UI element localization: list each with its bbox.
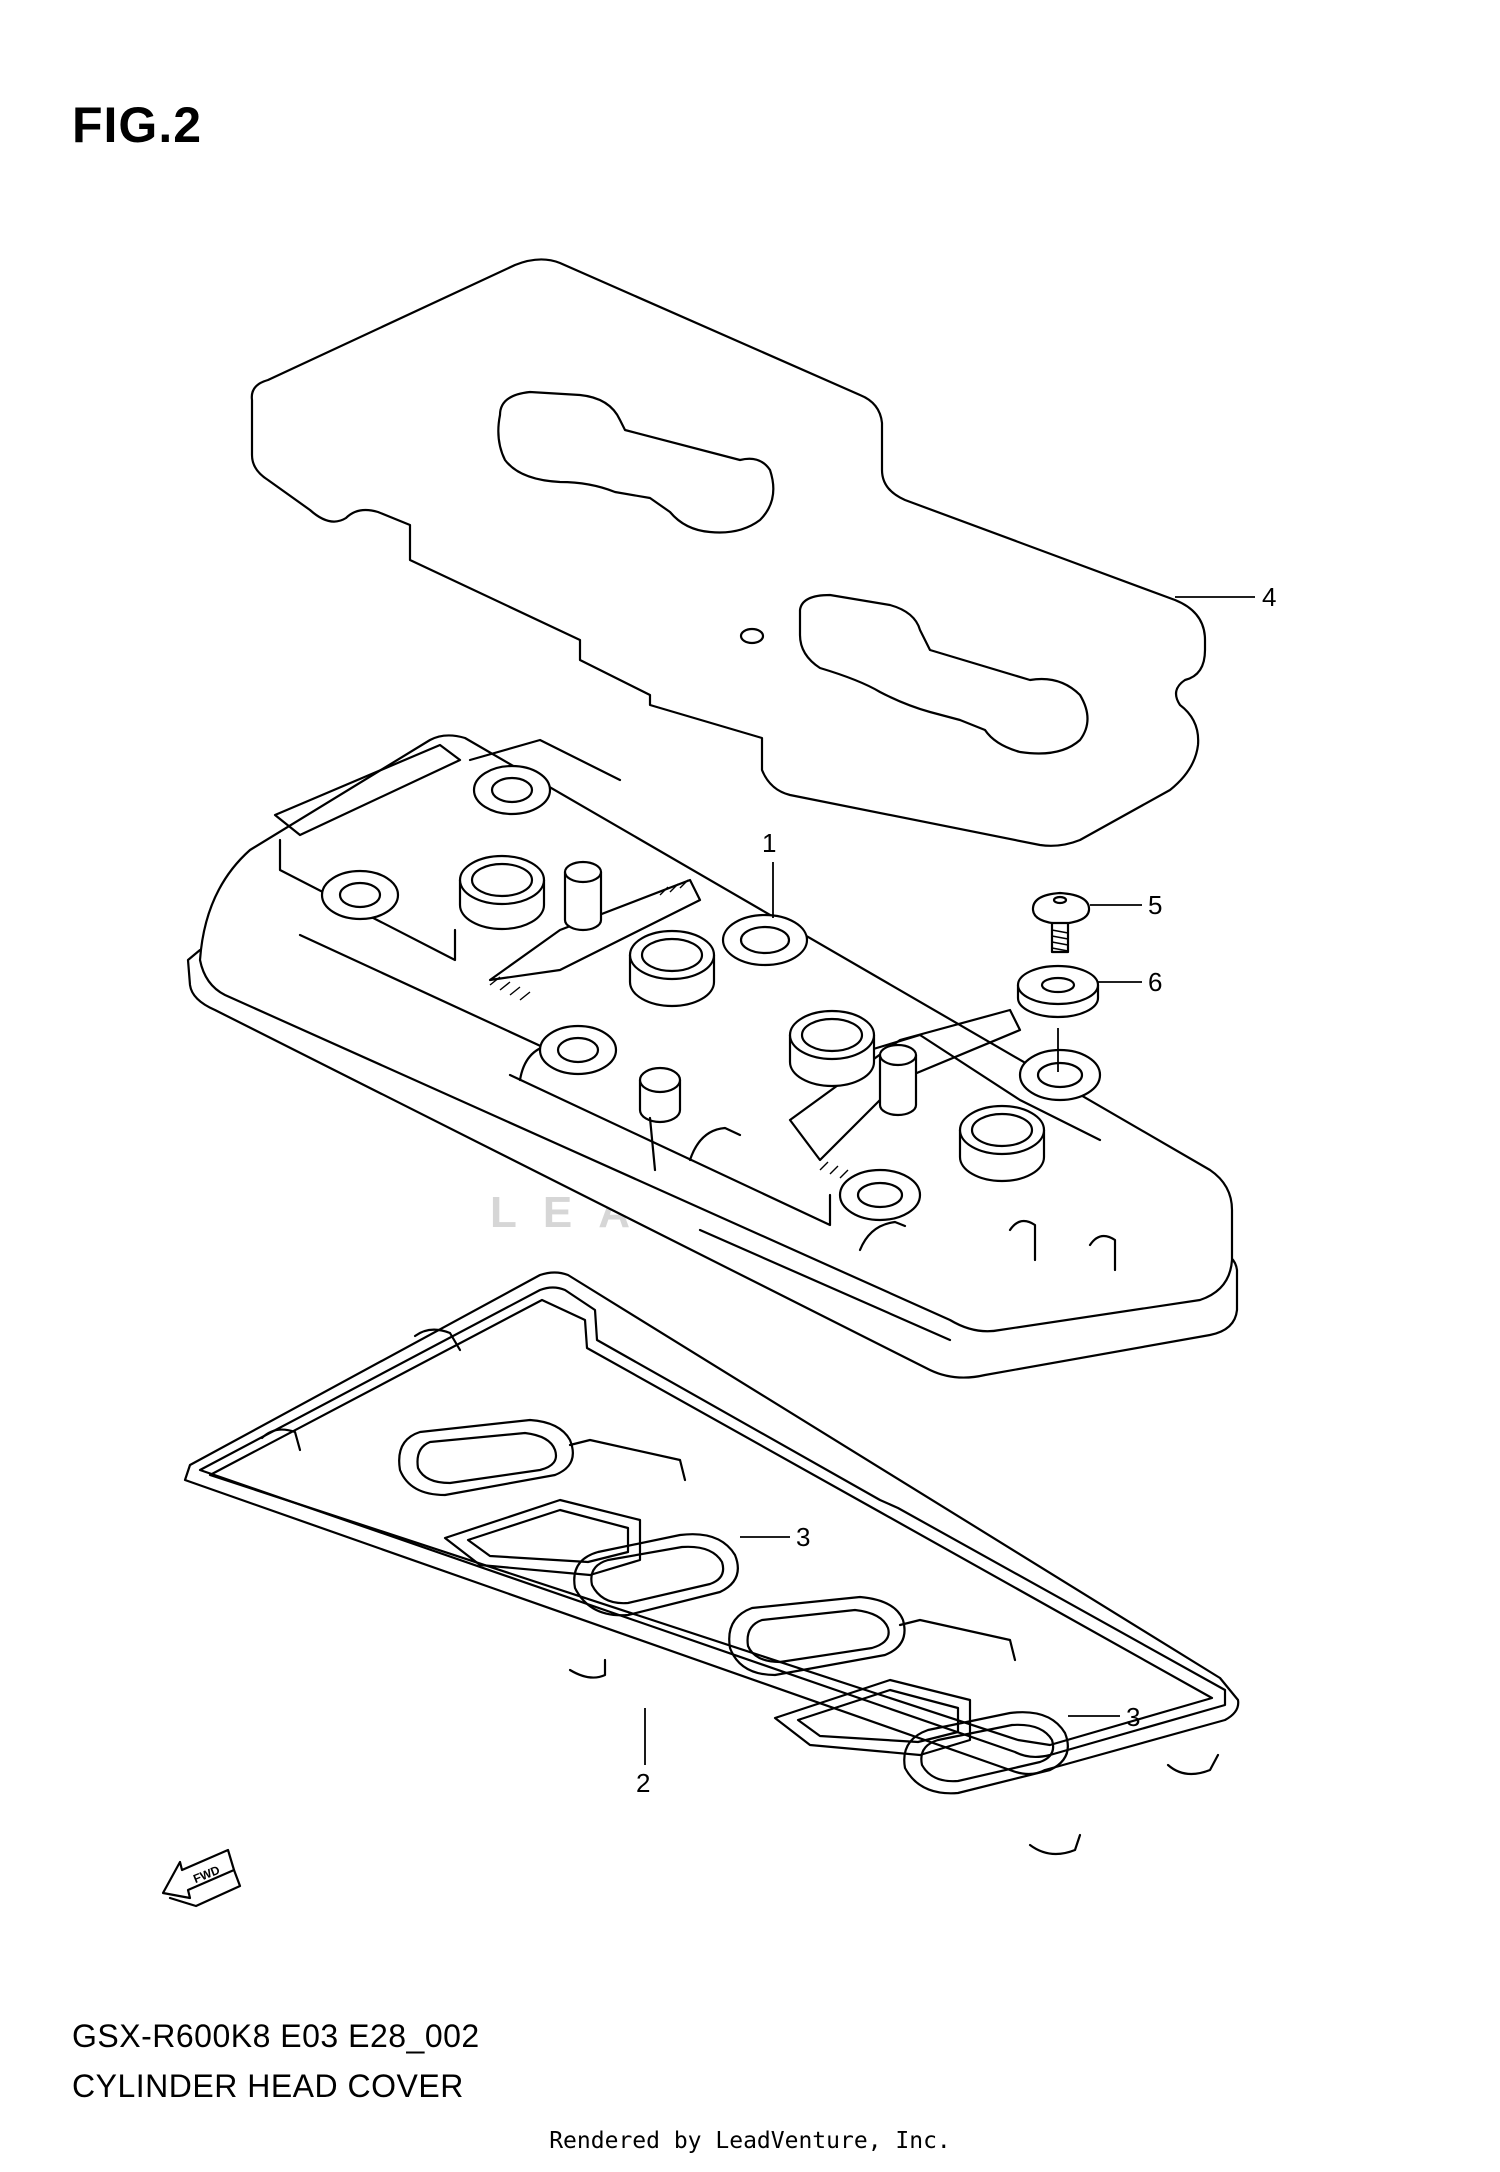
part-2-cover-gasket[interactable] <box>183 1271 1240 1856</box>
part-1-cylinder-head-cover[interactable] <box>186 734 1239 1379</box>
callout-1[interactable]: 1 <box>762 828 776 858</box>
part-5-bolt[interactable] <box>1031 891 1091 954</box>
fwd-arrow-icon <box>161 1848 242 1908</box>
diagram-code: GSX-R600K8 E03 E28_002 <box>72 2018 480 2054</box>
callout-3b[interactable]: 3 <box>1126 1702 1140 1732</box>
footer-credit: Rendered by LeadVenture, Inc. <box>549 2128 951 2154</box>
callout-4[interactable]: 4 <box>1262 582 1276 612</box>
callout-2[interactable]: 2 <box>636 1768 650 1798</box>
diagram-name: CYLINDER HEAD COVER <box>72 2068 464 2104</box>
part-3-plug-hole-gasket-rear[interactable] <box>728 1595 1069 1795</box>
part-6-washer[interactable] <box>1016 964 1100 1019</box>
figure-title: FIG.2 <box>72 97 203 153</box>
callout-3a[interactable]: 3 <box>796 1522 810 1552</box>
part-4-cover-plate[interactable] <box>250 258 1207 847</box>
callout-5[interactable]: 5 <box>1148 890 1162 920</box>
part-3-plug-hole-gasket-front[interactable] <box>398 1418 739 1617</box>
callout-6[interactable]: 6 <box>1148 967 1162 997</box>
